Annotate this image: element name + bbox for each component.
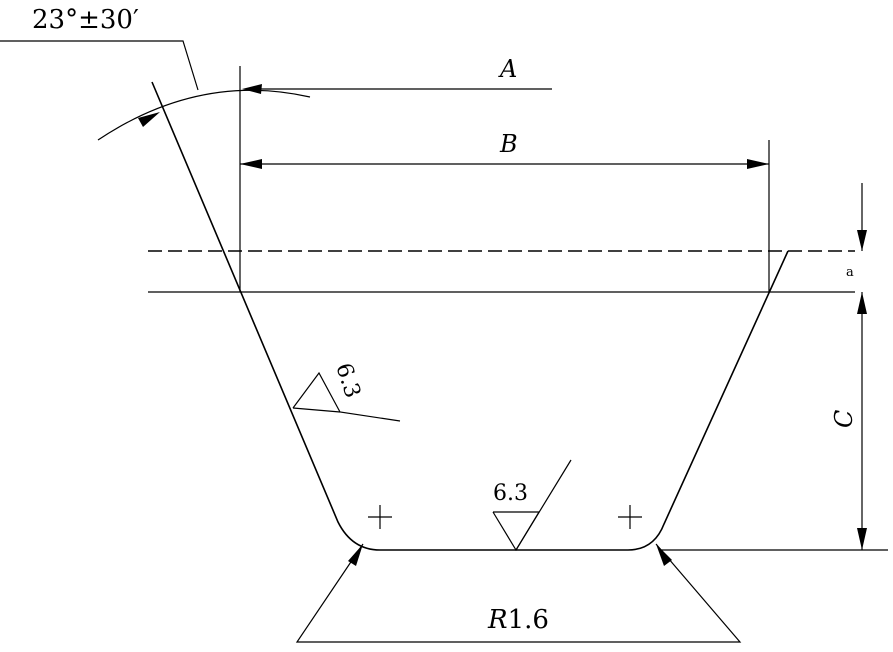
dim-c-arrow-top (857, 292, 867, 314)
angle-arrow-left (138, 112, 160, 127)
dim-b-arrow-right (747, 159, 769, 169)
radius-leader (295, 543, 742, 643)
roughness-symbol-bottom (492, 511, 541, 552)
roughness-label-side: 6.3 (330, 360, 365, 401)
radius-arrow-right (656, 544, 672, 566)
radius-prefix: R (487, 605, 508, 635)
roughness-symbol-side (292, 371, 401, 422)
angle-label: 23°±30′ (32, 5, 139, 35)
dim-b-label: B (499, 130, 518, 158)
roughness-symbol-bottom-tail (515, 459, 572, 551)
dim-small-arrow (857, 230, 867, 251)
radius-label: R1.6 (487, 605, 549, 635)
radius-center-left (368, 505, 392, 529)
dim-b-arrow-left (240, 159, 262, 169)
radius-value: 1.6 (508, 605, 549, 635)
roughness-label-bottom: 6.3 (493, 481, 528, 506)
dim-a-label: A (498, 55, 517, 83)
groove-profile (151, 81, 789, 551)
dim-c-arrow-bottom (857, 528, 867, 550)
radius-arrow-left (348, 544, 363, 566)
angle-leader (0, 40, 199, 91)
angle-arc (97, 89, 311, 141)
radius-center-right (618, 505, 642, 529)
dim-small-label: a (846, 265, 854, 280)
dim-c-label: C (830, 410, 858, 428)
roughness-symbol-side-base (292, 407, 341, 413)
